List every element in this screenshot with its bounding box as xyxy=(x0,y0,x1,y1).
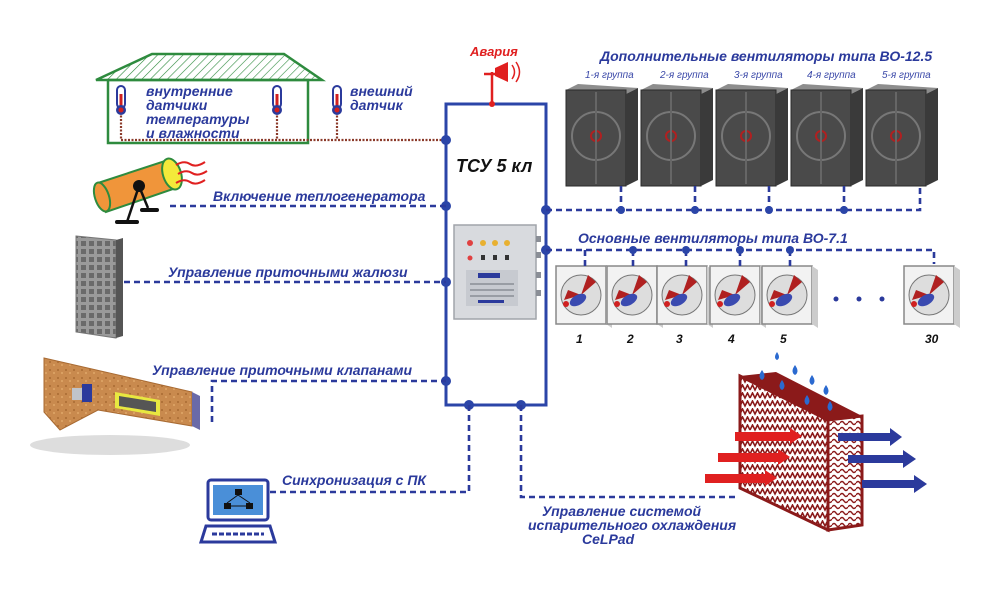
exhaust-fan-vo-12-5[interactable] xyxy=(640,84,713,187)
fan-group-label: 2-я группа xyxy=(659,70,709,81)
sensor-wires xyxy=(119,112,446,142)
connection-node xyxy=(691,206,699,214)
thermometer-icon xyxy=(332,85,342,115)
main-fan-vo-7-1[interactable] xyxy=(903,265,960,328)
fan-number: 4 xyxy=(727,332,735,346)
main-fan-vo-7-1[interactable] xyxy=(761,265,818,328)
additional-fans-title: Дополнительные вентиляторы типа ВО-12.5 xyxy=(599,48,932,64)
thermometer-icon xyxy=(272,85,282,115)
fan-group-label: 3-я группа xyxy=(734,70,783,81)
cellpad-cooling-pad-icon xyxy=(705,352,927,533)
heat-generator-icon xyxy=(92,157,208,224)
connection-node xyxy=(441,135,451,145)
thermometer-icon xyxy=(116,85,126,115)
ellipsis-dots xyxy=(833,296,885,302)
fan-group-label: 1-я группа xyxy=(585,70,634,81)
valve-connection-line xyxy=(210,379,446,422)
main-fan-vo-7-1[interactable] xyxy=(555,265,612,328)
external-sensor-label: датчик xyxy=(350,97,404,113)
heater-control-label: Включение теплогенератора xyxy=(213,188,426,204)
controller-cabinet-image[interactable] xyxy=(453,224,541,320)
internal-sensors-label: и влажности xyxy=(146,125,240,141)
main-fans-title: Основные вентиляторы типа ВО-7.1 xyxy=(578,230,848,246)
cooling-control-label: Управление системой xyxy=(542,503,702,519)
exhaust-fan-vo-12-5[interactable] xyxy=(565,84,638,187)
main-fan-vo-7-1[interactable] xyxy=(709,265,766,328)
exhaust-fan-vo-12-5[interactable] xyxy=(715,84,788,187)
connection-node xyxy=(840,206,848,214)
exhaust-fan-vo-12-5[interactable] xyxy=(790,84,863,187)
alarm-label: Авария xyxy=(469,44,518,59)
main-fan-vo-7-1[interactable] xyxy=(606,265,663,328)
internal-sensors-label: датчики xyxy=(146,97,208,113)
cooling-connection-line xyxy=(519,405,735,499)
louver-control-label: Управление приточными жалюзи xyxy=(168,264,408,280)
connection-node xyxy=(617,206,625,214)
fan-number: 30 xyxy=(925,332,939,346)
cooling-control-label: испарительного охлаждения xyxy=(528,517,736,533)
external-sensor-label: внешний xyxy=(350,83,413,99)
fan-number: 3 xyxy=(676,332,683,346)
cooling-control-label: CeLPad xyxy=(582,531,635,547)
connection-node xyxy=(682,246,690,254)
additional-fans-bus-line xyxy=(546,186,922,212)
siren-icon xyxy=(484,61,521,104)
fan-number: 2 xyxy=(626,332,634,346)
inlet-louver-icon xyxy=(75,235,123,339)
valve-control-label: Управление приточными клапанами xyxy=(152,362,412,378)
connection-node xyxy=(765,206,773,214)
main-fan-vo-7-1[interactable] xyxy=(656,265,713,328)
house-icon xyxy=(95,52,327,145)
fan-number: 1 xyxy=(576,332,583,346)
controller-name: ТСУ 5 кл xyxy=(456,156,532,176)
internal-sensors-label: температуры xyxy=(146,111,250,127)
laptop-icon[interactable] xyxy=(198,478,278,544)
fan-group-label: 4-я группа xyxy=(807,70,856,81)
fan-number: 5 xyxy=(780,332,787,346)
exhaust-fan-vo-12-5[interactable] xyxy=(865,84,938,187)
inlet-valve-wall-icon xyxy=(30,357,200,455)
fan-group-label: 5-я группа xyxy=(882,70,931,81)
connection-node xyxy=(786,246,794,254)
pc-sync-label: Синхронизация с ПК xyxy=(282,472,427,488)
internal-sensors-label: внутренние xyxy=(146,83,233,99)
connection-node xyxy=(629,246,637,254)
connection-node xyxy=(736,246,744,254)
